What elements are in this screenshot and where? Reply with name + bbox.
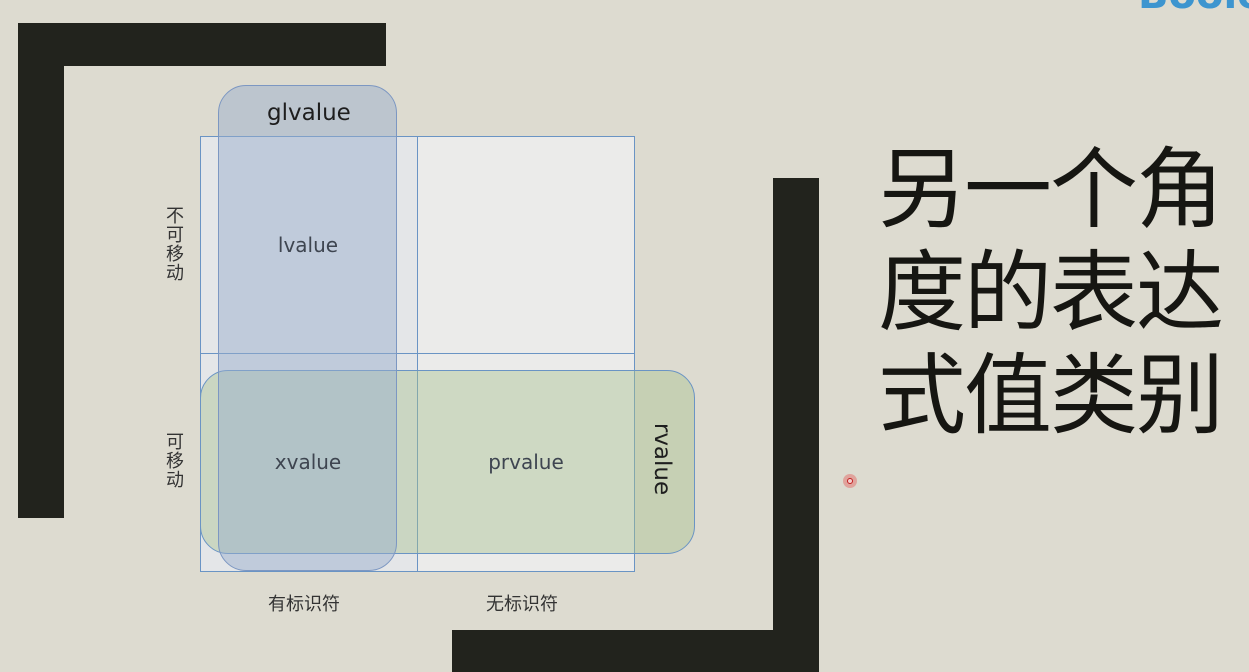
prvalue-label: prvalue (488, 450, 564, 474)
mouse-cursor-indicator (843, 474, 857, 488)
slide-headline: 另一个角 度的表达 式值类别 (878, 138, 1228, 447)
brand-text: Boolean (1138, 0, 1249, 18)
headline-line-3: 式值类别 (878, 344, 1224, 447)
cell-bottom-left (200, 353, 419, 572)
glvalue-group-box (218, 85, 397, 571)
cell-top-left (200, 136, 419, 355)
headline-line-2: 度的表达 (878, 241, 1224, 344)
xvalue-label: xvalue (274, 450, 342, 474)
glvalue-label: glvalue (267, 100, 351, 126)
frame-bar-bottom-horizontal (452, 630, 819, 672)
rvalue-label: rvalue (649, 422, 676, 496)
row-label-not-movable: 不可移动 (163, 206, 184, 282)
row-label-movable: 可移动 (163, 432, 184, 489)
lvalue-label: lvalue (277, 233, 339, 257)
column-label-has-identifier: 有标识符 (268, 594, 340, 615)
cell-top-right (417, 136, 635, 355)
frame-bar-top-left-horizontal (18, 23, 386, 66)
rvalue-group-box (200, 370, 695, 554)
cell-bottom-right (417, 353, 635, 572)
column-label-no-identifier: 无标识符 (486, 594, 558, 615)
frame-bar-right-vertical (773, 178, 819, 672)
frame-bar-left-vertical (18, 23, 64, 518)
headline-line-1: 另一个角 (878, 138, 1224, 241)
